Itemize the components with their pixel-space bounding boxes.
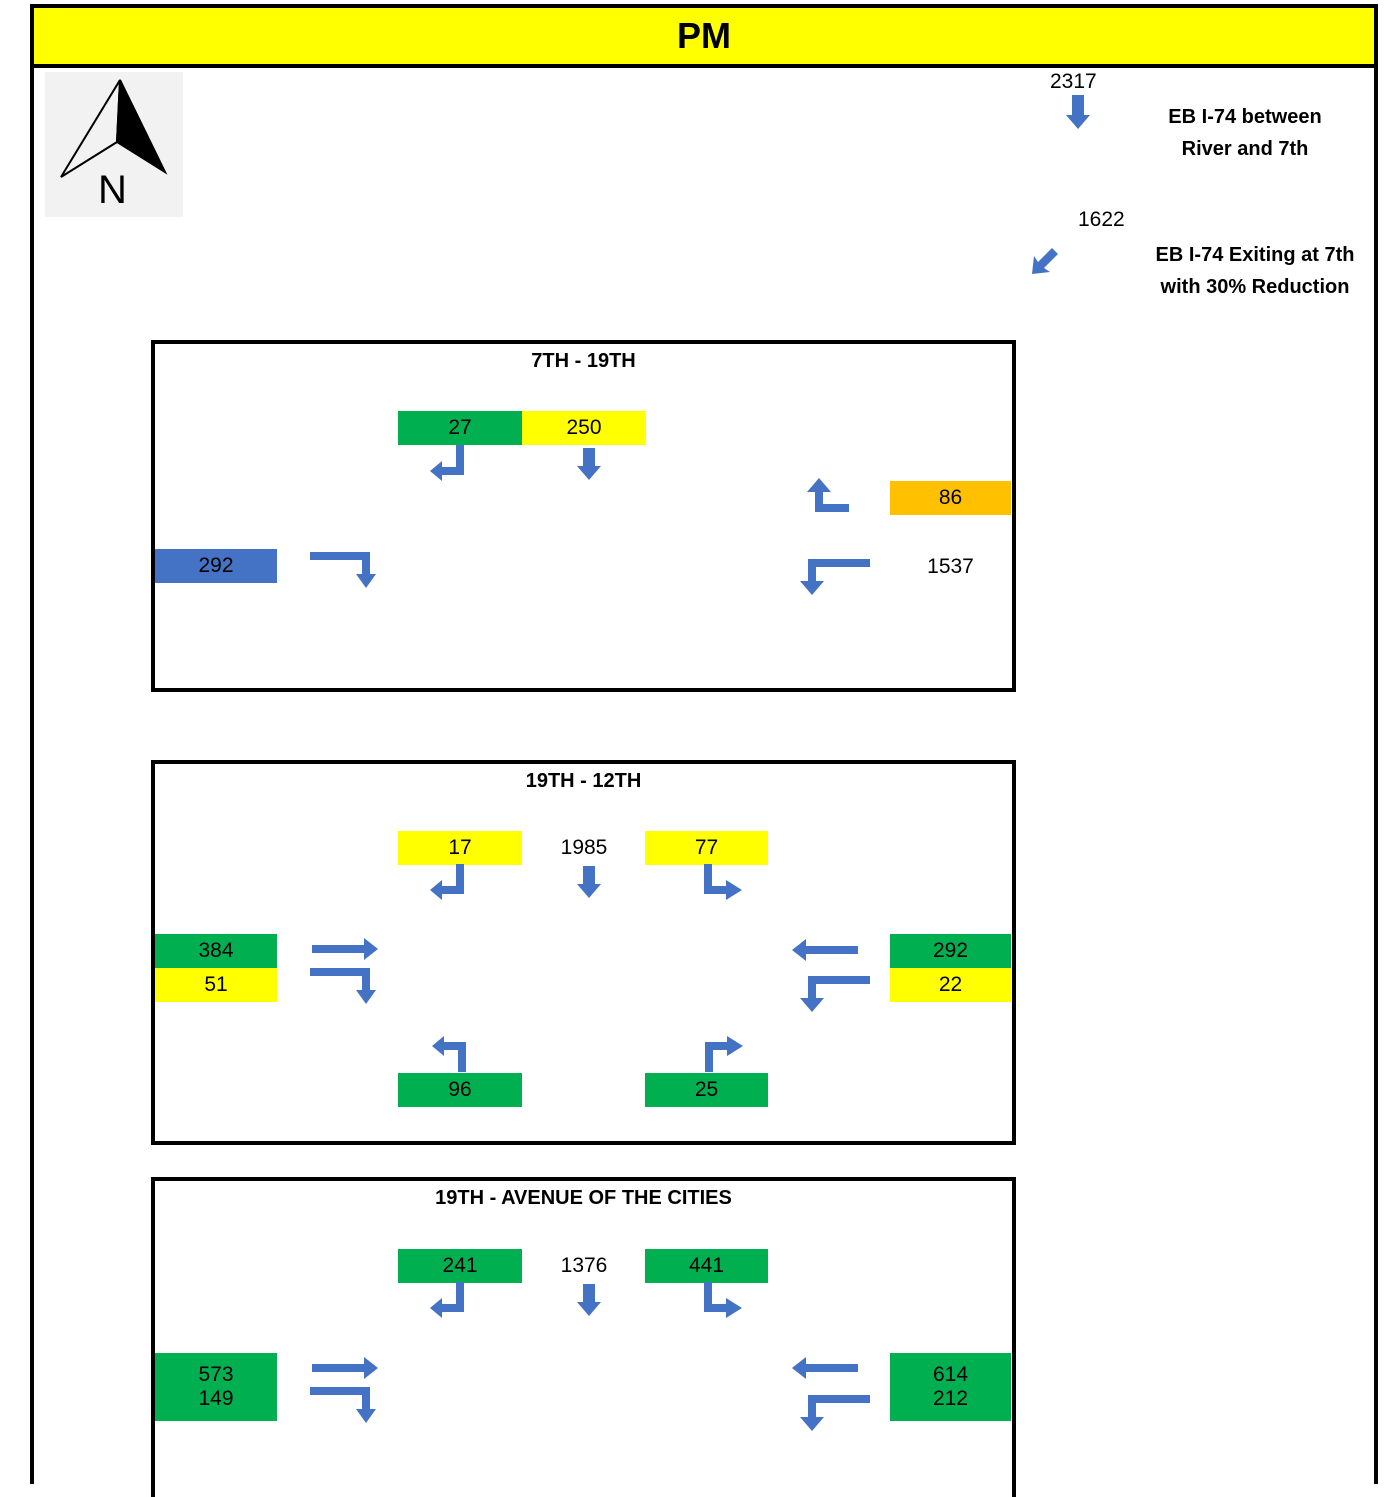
sb-through-volume: 1376 xyxy=(560,1254,608,1277)
wb-through-volume: 614 xyxy=(932,1363,969,1386)
diagonal-arrow-icon xyxy=(1032,248,1058,274)
intersection-title: 19TH - 12TH xyxy=(525,770,642,792)
sb-left-turn-arrow-icon xyxy=(430,864,464,900)
sb-left-turn-arrow-icon xyxy=(430,1282,464,1318)
eb-i74-label-line-1: EB I-74 between xyxy=(1168,106,1322,128)
wb-left-volume: 1537 xyxy=(927,555,974,578)
eb-through-arrow-icon xyxy=(312,938,378,960)
sb-left-turn-arrow-icon xyxy=(430,445,464,481)
compass-label: N xyxy=(98,168,127,212)
eb-right-turn-arrow-icon xyxy=(310,968,376,1004)
eb-i74-volume: 2317 xyxy=(1050,70,1097,93)
sb-through-volume: 250 xyxy=(522,411,646,445)
down-arrow-icon xyxy=(1066,95,1090,129)
eb-right-volume: 149 xyxy=(198,1387,234,1410)
eb-right-volume: 51 xyxy=(155,968,277,1002)
wb-volume-cell: 614 212 xyxy=(890,1353,1011,1421)
eb-right-turn-arrow-icon xyxy=(310,552,376,588)
intersection-title: 19TH - AVENUE OF THE CITIES xyxy=(435,1187,732,1209)
sb-left-volume: 17 xyxy=(398,831,522,865)
intersection-19th-12th xyxy=(151,760,1016,1145)
page-title: PM xyxy=(34,8,1374,68)
eb-through-volume: 573 xyxy=(198,1363,234,1386)
wb-left-volume: 22 xyxy=(890,968,1011,1002)
sb-right-turn-arrow-icon xyxy=(704,1282,742,1318)
sb-right-turn-arrow-icon xyxy=(704,864,742,900)
eb-i74-label: EB I-74 between River and 7th xyxy=(1130,101,1360,165)
sb-through-arrow-icon xyxy=(577,448,601,480)
intersection-7th-19th xyxy=(151,340,1016,692)
sb-through-arrow-icon xyxy=(577,1284,601,1316)
north-arrow-icon xyxy=(60,79,168,178)
intersection-19th-avenue-of-the-cities xyxy=(151,1177,1016,1497)
sb-right-volume: 77 xyxy=(645,831,768,865)
page-frame xyxy=(30,4,1378,1484)
nb-right-volume: 25 xyxy=(645,1073,768,1107)
wb-right-volume: 86 xyxy=(890,481,1011,515)
eb-i74-exit-label-line-2: with 30% Reduction xyxy=(1160,276,1350,298)
nb-left-turn-arrow-icon xyxy=(432,1036,466,1072)
eb-i74-exit-label: EB I-74 Exiting at 7th with 30% Reductio… xyxy=(1140,239,1370,303)
wb-through-arrow-icon xyxy=(792,1357,858,1379)
eb-right-volume: 292 xyxy=(155,549,277,583)
wb-left-turn-arrow-icon xyxy=(800,1395,870,1431)
eb-right-turn-arrow-icon xyxy=(310,1387,376,1423)
wb-through-volume: 292 xyxy=(890,934,1011,968)
eb-through-volume: 384 xyxy=(155,934,277,968)
wb-left-turn-arrow-icon xyxy=(800,976,870,1012)
eb-volume-cell: 573 149 xyxy=(155,1353,277,1421)
eb-through-arrow-icon xyxy=(312,1357,378,1379)
wb-left-volume: 212 xyxy=(932,1387,969,1410)
sb-through-arrow-icon xyxy=(577,866,601,898)
intersection-title: 7TH - 19TH xyxy=(531,350,636,372)
sb-left-volume: 241 xyxy=(398,1249,522,1283)
wb-left-turn-arrow-icon xyxy=(800,559,870,595)
sb-left-volume: 27 xyxy=(398,411,522,445)
eb-i74-label-line-2: River and 7th xyxy=(1181,138,1309,160)
sb-through-volume: 1985 xyxy=(560,836,608,859)
eb-i74-exit-label-line-1: EB I-74 Exiting at 7th xyxy=(1155,244,1355,266)
sb-right-volume: 441 xyxy=(645,1249,768,1283)
north-arrow-compass: N xyxy=(45,72,183,217)
wb-right-turn-arrow-icon xyxy=(807,478,849,512)
wb-through-arrow-icon xyxy=(792,939,858,961)
nb-right-turn-arrow-icon xyxy=(705,1036,743,1072)
nb-left-volume: 96 xyxy=(398,1073,522,1107)
eb-i74-exit-volume: 1622 xyxy=(1078,208,1125,231)
